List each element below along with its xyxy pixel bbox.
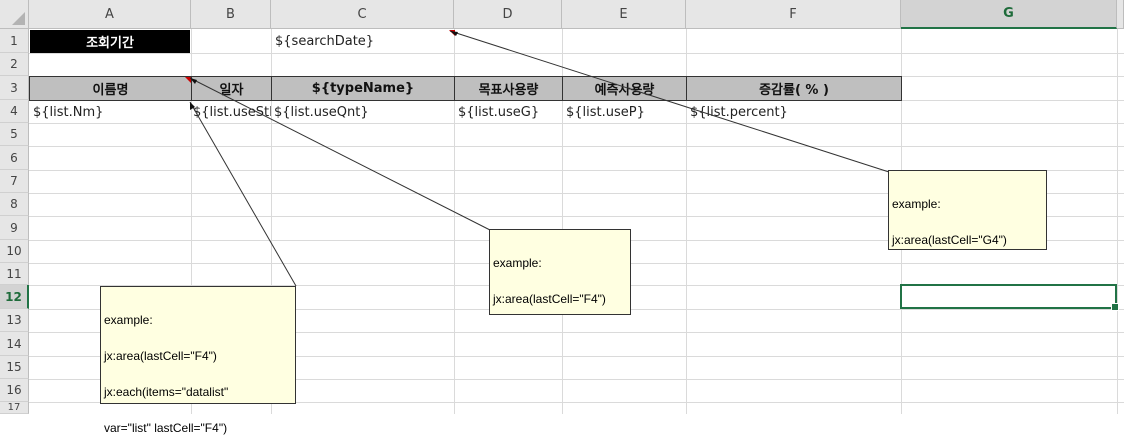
gridline-row-13 (29, 332, 1124, 333)
comment-note-b3[interactable]: example: jx:area(lastCell="F4") (489, 229, 631, 315)
row-header-16[interactable]: 16 (0, 379, 29, 402)
comment-b3-line-1: example: (493, 256, 542, 270)
column-header-d[interactable]: D (454, 0, 562, 29)
cell-a3[interactable]: 이름명 (29, 76, 192, 101)
gridline-col-f (686, 29, 687, 414)
fill-handle[interactable] (1111, 303, 1119, 311)
row-header-14[interactable]: 14 (0, 332, 29, 356)
gridline-row-4 (29, 123, 1124, 124)
row-header-10[interactable]: 10 (0, 240, 29, 263)
row-header-7[interactable]: 7 (0, 170, 29, 193)
gridline-col-e (562, 29, 563, 414)
cell-f3[interactable]: 증감률( % ) (686, 76, 902, 101)
select-all-triangle-icon (12, 12, 25, 25)
cell-a1[interactable]: 조회기간 (30, 30, 190, 53)
column-header-next[interactable] (1117, 0, 1124, 29)
cell-b3[interactable]: 일자 (191, 76, 272, 101)
gridline-row-1 (29, 53, 1124, 54)
gridline-col-h (1117, 29, 1118, 414)
selected-cell-g12[interactable] (900, 284, 1119, 311)
row-header-5[interactable]: 5 (0, 123, 29, 146)
cell-d4[interactable]: ${list.useG} (458, 104, 540, 120)
column-header-b[interactable]: B (191, 0, 271, 29)
column-header-a[interactable]: A (29, 0, 191, 29)
gridline-row-16 (29, 402, 1124, 403)
row-header-12[interactable]: 12 (0, 285, 29, 309)
comment-marker-c1-icon[interactable] (449, 30, 455, 36)
gridline-row-7 (29, 193, 1124, 194)
row-header-17[interactable]: 17 (0, 402, 29, 414)
cell-c4[interactable]: ${list.useQnt} (274, 104, 369, 120)
select-all-corner[interactable] (0, 0, 29, 29)
row-header-1[interactable]: 1 (0, 29, 29, 53)
row-header-3[interactable]: 3 (0, 76, 29, 100)
row-header-4[interactable]: 4 (0, 100, 29, 123)
cell-f4[interactable]: ${list.percent} (690, 104, 788, 120)
cell-d3[interactable]: 목표사용량 (454, 76, 563, 101)
comment-a3-line-4: var="list" lastCell="F4") (104, 421, 228, 435)
comment-a3-line-1: example: (104, 313, 153, 327)
column-header-g[interactable]: G (901, 0, 1117, 29)
row-header-11[interactable]: 11 (0, 263, 29, 285)
row-header-13[interactable]: 13 (0, 309, 29, 332)
cell-e4[interactable]: ${list.useP} (566, 104, 645, 120)
cell-a4[interactable]: ${list.Nm} (33, 104, 104, 120)
comment-c1-line-1: example: (892, 197, 941, 211)
comment-note-a3[interactable]: example: jx:area(lastCell="F4") jx:each(… (100, 286, 296, 434)
column-header-f[interactable]: F (686, 0, 901, 29)
comment-a3-line-2: jx:area(lastCell="F4") (104, 349, 217, 363)
row-header-9[interactable]: 9 (0, 216, 29, 240)
column-header-e[interactable]: E (562, 0, 686, 29)
cell-c3[interactable]: ${typeName} (271, 76, 455, 101)
column-header-c[interactable]: C (271, 0, 454, 29)
cell-e3[interactable]: 예측사용량 (562, 76, 687, 101)
gridline-row-8 (29, 216, 1124, 217)
cell-c1[interactable]: ${searchDate} (275, 34, 375, 49)
comment-note-c1[interactable]: example: jx:area(lastCell="G4") (888, 170, 1047, 250)
row-header-8[interactable]: 8 (0, 193, 29, 216)
comment-marker-a3-icon[interactable] (185, 77, 191, 83)
gridline-row-5 (29, 146, 1124, 147)
leader-line-a3-note (189, 101, 297, 287)
row-header-2[interactable]: 2 (0, 53, 29, 76)
gridline-row-14 (29, 356, 1124, 357)
gridline-row-15 (29, 379, 1124, 380)
comment-a3-line-3: jx:each(items="datalist" (104, 385, 229, 399)
row-header-6[interactable]: 6 (0, 146, 29, 170)
comment-b3-line-2: jx:area(lastCell="F4") (493, 292, 606, 306)
comment-c1-line-2: jx:area(lastCell="G4") (892, 233, 1007, 247)
cell-b4[interactable]: ${list.useStD (193, 104, 271, 120)
row-header-15[interactable]: 15 (0, 356, 29, 379)
